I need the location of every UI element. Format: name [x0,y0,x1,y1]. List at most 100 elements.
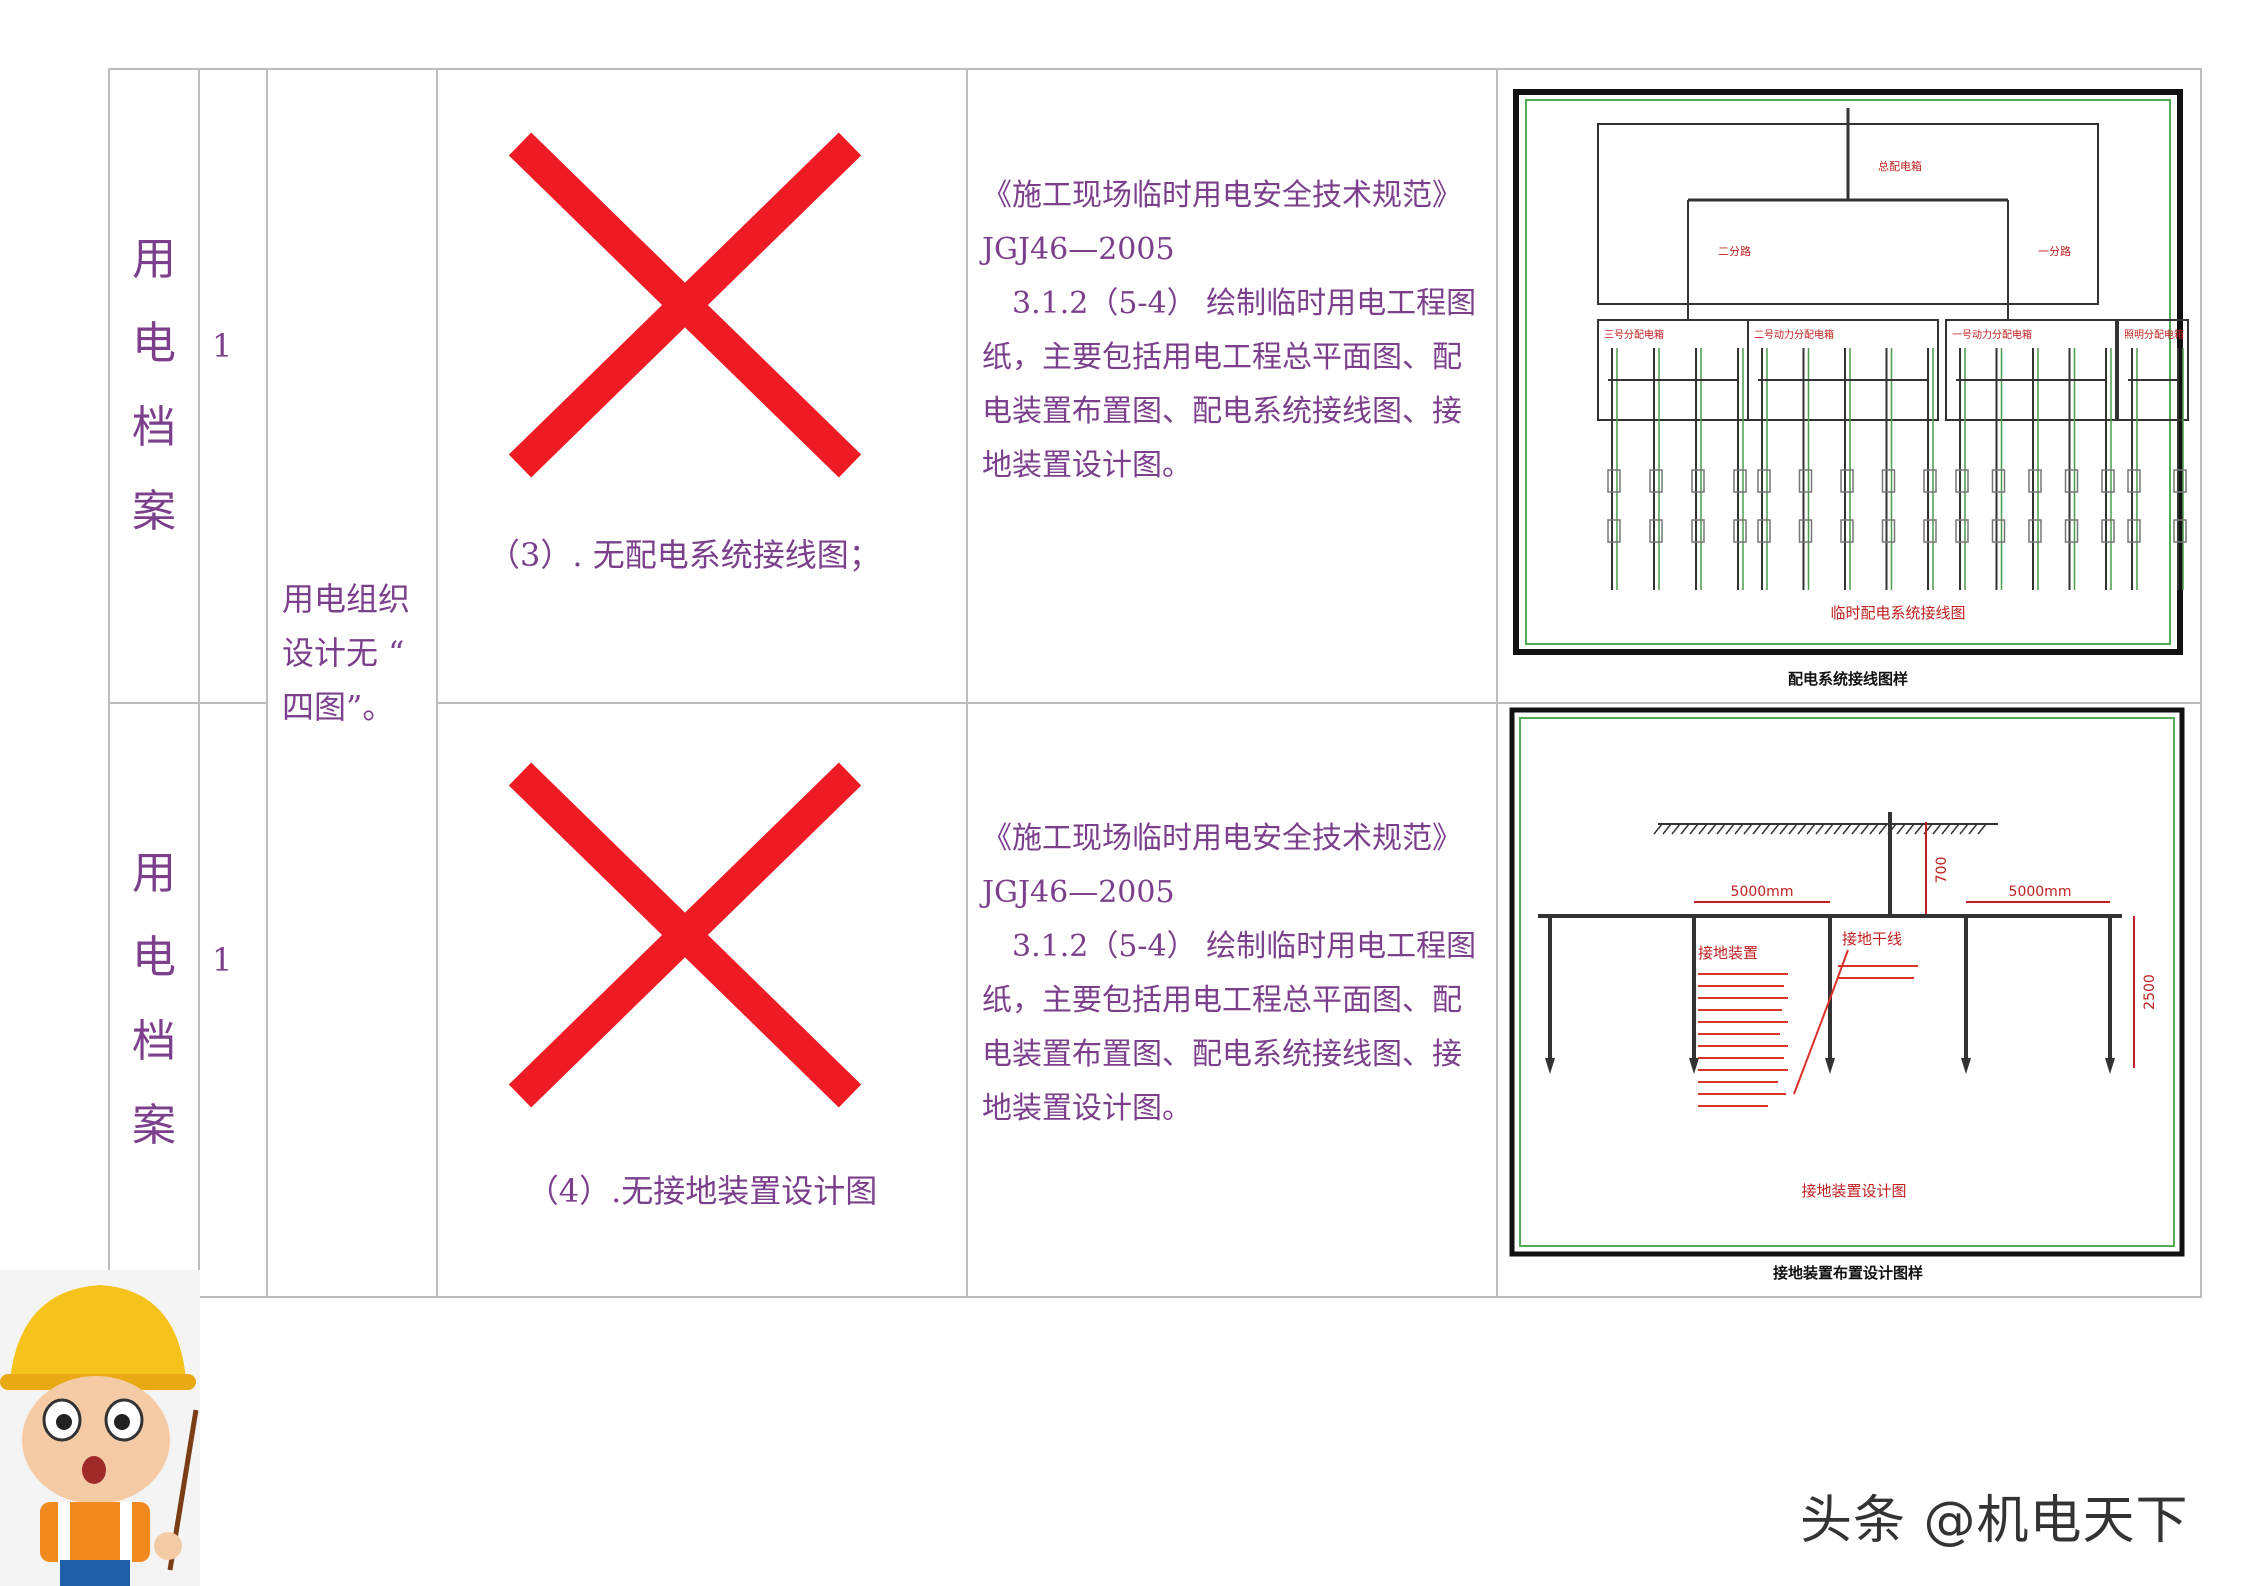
standard-title: 《施工现场临时用电安全技术规范》JGJ46—2005 [982,178,1462,267]
rod-tip [2105,1058,2115,1074]
dim-left-label: 5000mm [1731,884,1794,900]
switch [1691,469,1705,493]
hatch-line [1869,823,1879,835]
figure-inner-frame [1525,99,2171,645]
main-box-label: 总配电箱 [1878,159,1922,173]
number-cell: 1 [198,68,268,704]
red-cross-icon [508,132,862,478]
switch [2064,469,2079,493]
example-caption: （3）. 无配电系统接线图； [488,536,881,574]
rcd [1691,519,1705,543]
leader-line [1793,949,1849,1095]
hatch-line [1905,823,1915,835]
issue-cell: 用电组织设计无 “ 四图”。 [266,68,438,1298]
category-char: 档 [132,402,176,453]
hatch-line [1968,823,1978,835]
vest-stripe [58,1502,70,1562]
hatch-line [1842,823,1852,835]
sub-box-label: 照明分配电箱 [2124,328,2184,341]
category-char: 电 [132,318,176,369]
item-number: 1 [212,941,233,979]
branch-label: 二分路 [1718,245,1751,258]
hatch-line [1680,823,1690,835]
figure-caption: 配电系统接线图样 [1788,670,1908,688]
hatch-line [1959,823,1969,835]
switch [1840,469,1854,493]
figure-frame [1509,707,2185,1257]
vest-stripe [120,1502,132,1562]
rcd [1733,519,1747,543]
rcd [2028,519,2042,543]
rcd [1649,519,1663,543]
rcd [1955,519,1969,543]
pupil [114,1414,130,1430]
rcd [2101,519,2115,543]
example-cell: （4）.无接地装置设计图 [436,702,968,1298]
hatch-line [1860,823,1870,835]
hatch-line [1833,823,1843,835]
hatch-line [1779,823,1789,835]
mouth [82,1456,106,1484]
dim-length-label: 2500 [2142,974,2158,1010]
table-row: 用 电 档 案 1 （4）.无接地装置设计图 《施工现场临时用电安全技术规范》J… [108,702,2202,1298]
hatch-line [1941,823,1951,835]
worker-mascot-icon [0,1270,200,1586]
switch [1733,469,1747,493]
hatch-line [1896,823,1906,835]
hatch-line [1950,823,1960,835]
hatch-line [1914,823,1924,835]
category-char: 案 [132,486,176,537]
hatch-line [1878,823,1888,835]
figure-inner-frame [1519,717,2175,1247]
grounding-diagram: 5000mm 5000mm 700 2500 接地装置 [1509,707,2185,1282]
rcd [1881,519,1896,543]
hatch-line [1698,823,1708,835]
hatch-line [1725,823,1735,835]
hatch-line [1977,823,1987,835]
rcd [1923,519,1937,543]
hatch-line [1851,823,1861,835]
hatch-line [1716,823,1726,835]
hatch-line [1662,823,1672,835]
switch [2173,469,2187,493]
figure-inner-title: 临时配电系统接线图 [1830,604,1965,622]
rcd [1840,519,1854,543]
hand [154,1532,182,1560]
issue-text: 用电组织设计无 “ 四图”。 [282,580,411,726]
figure-cell: 5000mm 5000mm 700 2500 接地装置 [1496,702,2202,1298]
hatch-line [1653,823,1663,835]
sub-box-label: 三号分配电箱 [1604,328,1664,341]
sub-distribution-boxes: 三号分配电箱二号动力分配电箱一号动力分配电箱照明分配电箱 [1597,319,2189,590]
cross-stroke [508,132,862,478]
switch [1607,469,1621,493]
hatch-line [1770,823,1780,835]
category-char: 用 [132,848,176,899]
item-number: 1 [212,327,233,365]
switch [1757,469,1771,493]
pants [60,1560,130,1586]
vest [40,1502,150,1562]
number-cell: 1 [198,702,268,1298]
hatch-line [1752,823,1762,835]
category-cell: 用 电 档 案 [108,702,200,1298]
switch [2127,469,2141,493]
example-cell: （3）. 无配电系统接线图； [436,68,968,704]
switch [1991,469,2006,493]
cross-stroke [508,762,862,1108]
category-char: 用 [132,234,176,285]
switch [1649,469,1663,493]
face [22,1376,170,1504]
figure-cell: 总配电箱 二分路 一分路 三号分配电箱二号动力分配电箱一号动力分配电箱照明分配电… [1496,68,2202,704]
hatch-line [1932,823,1942,835]
inspection-table: 用 电 档 案 1 用电组织设计无 “ 四图”。 （3）. 无配电系统接线图； … [108,68,2202,1298]
standard-cell: 《施工现场临时用电安全技术规范》JGJ46—2005 3.1.2（5-4） 绘制… [966,702,1498,1298]
switch [2028,469,2042,493]
wiring-diagram: 总配电箱 二分路 一分路 三号分配电箱二号动力分配电箱一号动力分配电箱照明分配电… [1513,89,2189,688]
standard-clause: 3.1.2（5-4） 绘制临时用电工程图纸，主要包括用电工程总平面图、配电装置布… [982,929,1477,1126]
category-char: 档 [132,1016,176,1067]
rod-tip [1689,1058,1699,1074]
dim-right-label: 5000mm [2009,884,2072,900]
table-row: 用 电 档 案 1 用电组织设计无 “ 四图”。 （3）. 无配电系统接线图； … [108,68,2202,1298]
ground-hatch [1653,823,1987,835]
rcd [2127,519,2141,543]
